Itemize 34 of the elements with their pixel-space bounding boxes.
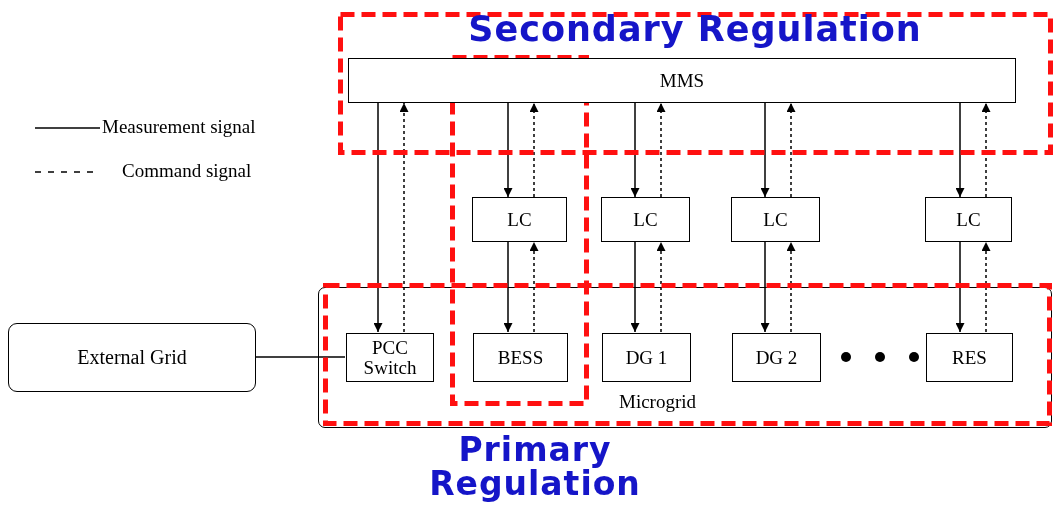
measurement-signal-arrow [760,241,770,333]
process-box: BESS [473,333,568,382]
rounded-box: External Grid [8,323,256,392]
measurement-signal-arrow [760,102,770,198]
command-signal-arrow [786,102,796,198]
legend-label: Command signal [122,160,252,182]
process-box: DG 2 [732,333,821,382]
region-title: Secondary Regulation [467,12,923,48]
group-label: Microgrid [619,391,697,413]
command-signal-arrow [656,102,666,198]
measurement-signal-arrow [955,241,965,333]
measurement-signal-arrow [955,102,965,198]
command-signal-arrow [399,102,409,333]
process-box: MMS [348,58,1016,103]
measurement-signal-arrow [373,102,383,333]
process-box: DG 1 [602,333,691,382]
command-signal-arrow [656,241,666,333]
measurement-signal-arrow [503,102,513,198]
region-title: Primary Regulation [428,433,642,501]
command-signal-arrow [981,102,991,198]
command-signal-arrow [529,241,539,333]
process-box: LC [925,197,1012,242]
process-box: LC [601,197,690,242]
command-signal-arrow [786,241,796,333]
command-signal-arrow [981,241,991,333]
process-box: LC [731,197,820,242]
process-box: RES [926,333,1013,382]
measurement-signal-arrow [630,102,640,198]
legend-label: Measurement signal [102,116,256,138]
measurement-signal-arrow [503,241,513,333]
process-box: LC [472,197,567,242]
measurement-signal-arrow [630,241,640,333]
process-box: PCC Switch [346,333,434,382]
command-signal-arrow [529,102,539,198]
